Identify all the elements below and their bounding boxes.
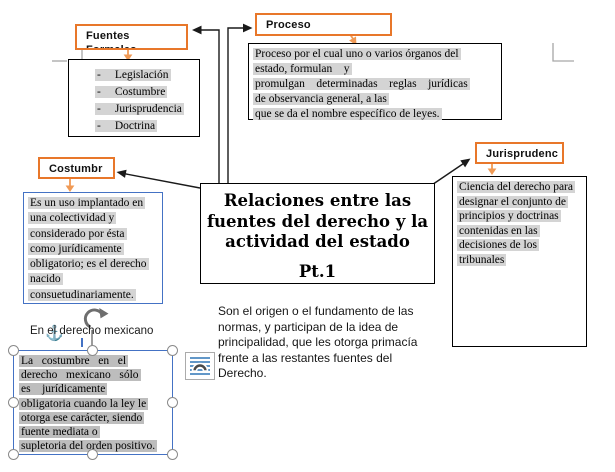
central-title-line: Relaciones entre las [223, 191, 412, 210]
rotate-handle-icon[interactable] [80, 304, 110, 331]
layout-options-button[interactable] [185, 352, 215, 380]
resize-handle-middle-right[interactable] [167, 396, 178, 408]
jurisprudencia-label-box[interactable]: Jurisprudenc [475, 142, 564, 164]
anchor-icon[interactable]: ⚓ [45, 326, 64, 342]
central-title-box[interactable]: Relaciones entre las fuentes del derecho… [200, 183, 435, 284]
fuentes-label-box[interactable]: Fuentes Formales [75, 24, 188, 50]
jurisprudencia-label: Jurisprudenc [486, 148, 559, 160]
resize-handle-top-right[interactable] [167, 345, 178, 356]
mexicano-text-box-selected[interactable]: La costumbre en el derecho mexicano sólo… [8, 345, 178, 460]
jurisprudencia-definition-box[interactable]: Ciencia del derecho para designar el con… [452, 176, 587, 347]
fuentes-list-box[interactable]: -Legislación -Costumbre -Jurisprudencia … [68, 59, 200, 137]
central-title-line: actividad del estado [225, 232, 410, 251]
resize-handle-top-left[interactable] [8, 345, 19, 356]
list-item: -Costumbre [95, 86, 168, 98]
list-item: -Jurisprudencia [95, 103, 184, 115]
resize-handle-bottom-middle[interactable] [87, 449, 98, 460]
proceso-label-box[interactable]: Proceso [255, 13, 392, 36]
central-part-label: Pt.1 [298, 261, 337, 281]
costumbre-label: Costumbr [49, 163, 103, 175]
proceso-definition-box[interactable]: Proceso por el cual uno o varios órganos… [248, 43, 502, 120]
costumbre-definition-box[interactable]: Es un uso implantado en una colectividad… [23, 192, 163, 304]
fuentes-label-clipped: Formales [86, 44, 137, 50]
fuentes-note-text: Son el origen o el fundamento de las nor… [218, 304, 418, 380]
resize-handle-top-middle[interactable] [87, 345, 98, 356]
text-cursor [81, 338, 83, 347]
resize-handle-bottom-left[interactable] [8, 449, 19, 460]
list-item: -Legislación [95, 69, 171, 81]
proceso-label: Proceso [266, 19, 311, 31]
costumbre-label-box[interactable]: Costumbr [38, 157, 115, 179]
resize-handle-bottom-right[interactable] [167, 449, 178, 460]
fuentes-label: Fuentes [86, 30, 130, 42]
central-title-line: fuentes del derecho y la [206, 211, 429, 231]
list-item: -Doctrina [95, 120, 158, 132]
mexicano-caption: En el derecho mexicano [30, 325, 154, 337]
text-wrap-icon [190, 357, 210, 375]
resize-handle-middle-left[interactable] [8, 396, 19, 408]
